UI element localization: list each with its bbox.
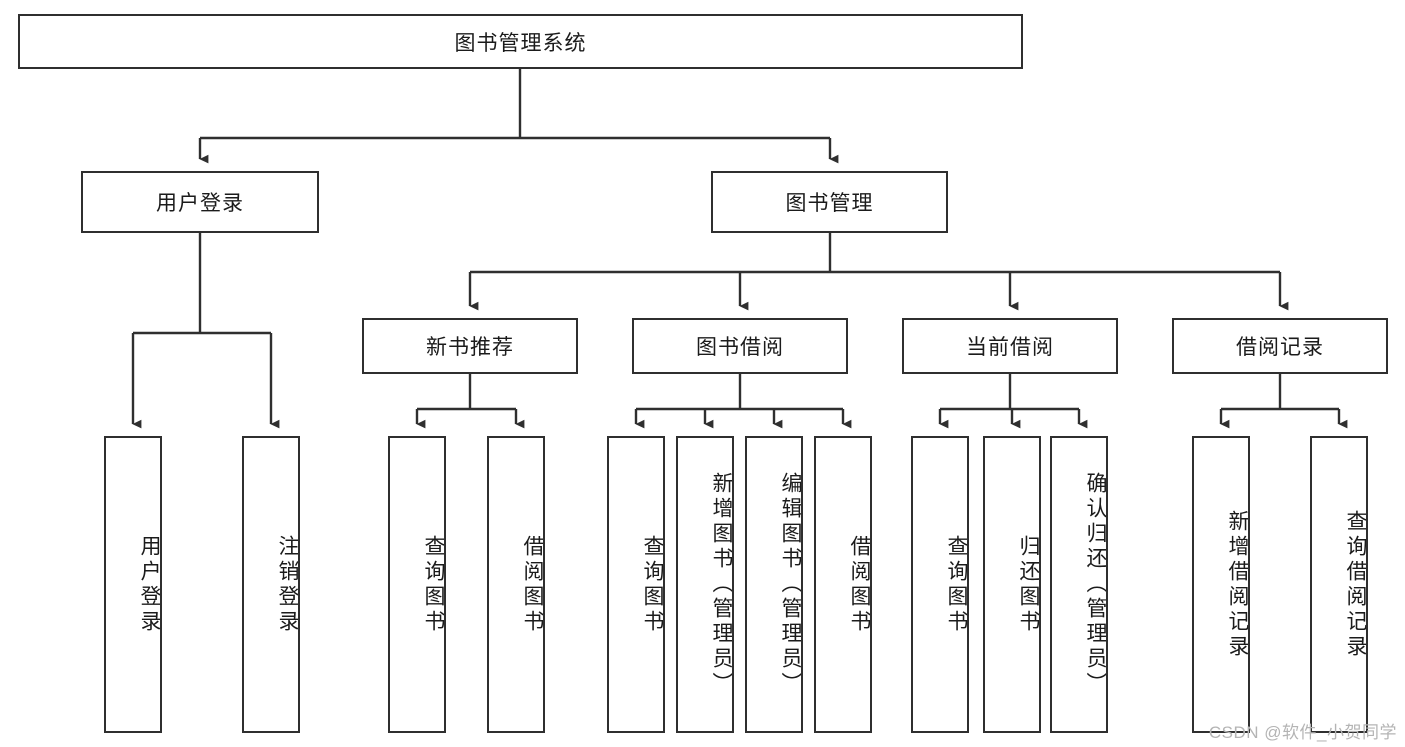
leaf-borrow-book-bb[interactable]: 借阅图书: [814, 436, 872, 733]
leaf-add-book-admin-label: 新增图书（管理员）: [710, 472, 733, 697]
leaf-query-book-nbr-label: 查询图书: [422, 534, 445, 635]
leaf-query-book-bb-label: 查询图书: [641, 534, 664, 635]
leaf-query-book-cb[interactable]: 查询图书: [911, 436, 969, 733]
node-current-borrow[interactable]: 当前借阅: [902, 318, 1118, 374]
node-borrow-record[interactable]: 借阅记录: [1172, 318, 1388, 374]
node-new-book-recommend-label: 新书推荐: [426, 336, 514, 359]
node-book-management-label: 图书管理: [785, 192, 874, 215]
leaf-borrow-book-nbr-label: 借阅图书: [521, 534, 544, 635]
leaf-user-login-label: 用户登录: [138, 534, 161, 635]
leaf-query-borrow-record[interactable]: 查询借阅记录: [1310, 436, 1368, 733]
leaf-return-book-label: 归还图书: [1017, 534, 1040, 635]
node-book-management[interactable]: 图书管理: [711, 171, 948, 233]
leaf-query-book-nbr[interactable]: 查询图书: [388, 436, 446, 733]
leaf-edit-book-admin[interactable]: 编辑图书（管理员）: [745, 436, 803, 733]
leaf-add-borrow-record[interactable]: 新增借阅记录: [1192, 436, 1250, 733]
leaf-borrow-book-bb-label: 借阅图书: [848, 534, 871, 635]
node-user-login[interactable]: 用户登录: [81, 171, 319, 233]
node-current-borrow-label: 当前借阅: [966, 336, 1054, 359]
leaf-confirm-return-admin-label: 确认归还（管理员）: [1084, 472, 1107, 697]
node-new-book-recommend[interactable]: 新书推荐: [362, 318, 578, 374]
leaf-logout[interactable]: 注销登录: [242, 436, 300, 733]
node-borrow-record-label: 借阅记录: [1236, 336, 1324, 359]
leaf-query-book-cb-label: 查询图书: [945, 534, 968, 635]
leaf-query-book-bb[interactable]: 查询图书: [607, 436, 665, 733]
leaf-confirm-return-admin[interactable]: 确认归还（管理员）: [1050, 436, 1108, 733]
leaf-add-borrow-record-label: 新增借阅记录: [1226, 509, 1249, 660]
leaf-logout-label: 注销登录: [276, 534, 299, 635]
leaf-query-borrow-record-label: 查询借阅记录: [1344, 509, 1367, 660]
node-book-borrow[interactable]: 图书借阅: [632, 318, 848, 374]
node-user-login-label: 用户登录: [156, 192, 244, 215]
csdn-watermark: CSDN @软件_小贺同学: [1208, 723, 1397, 742]
leaf-edit-book-admin-label: 编辑图书（管理员）: [779, 472, 802, 697]
leaf-add-book-admin[interactable]: 新增图书（管理员）: [676, 436, 734, 733]
node-root[interactable]: 图书管理系统: [18, 14, 1023, 69]
node-book-borrow-label: 图书借阅: [696, 336, 784, 359]
leaf-return-book[interactable]: 归还图书: [983, 436, 1041, 733]
node-root-label: 图书管理系统: [454, 31, 587, 55]
leaf-borrow-book-nbr[interactable]: 借阅图书: [487, 436, 545, 733]
leaf-user-login[interactable]: 用户登录: [104, 436, 162, 733]
